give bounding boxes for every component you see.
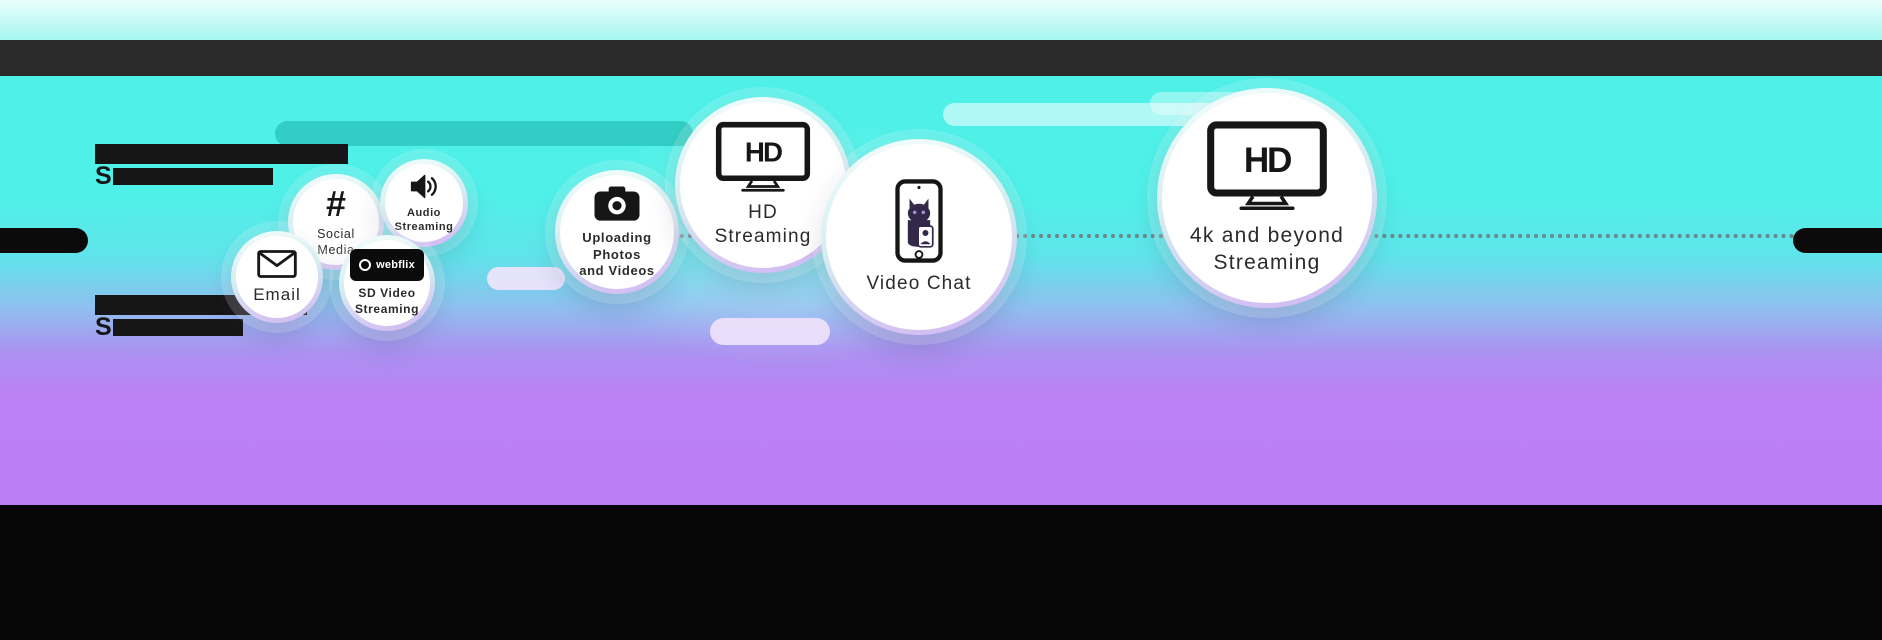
partial-letter: S <box>95 162 112 190</box>
bubble-label: Video Chat <box>866 273 972 295</box>
right-black-cap <box>1793 228 1882 253</box>
tv-screen-text: HD <box>1244 141 1291 180</box>
bubble-email: Email <box>231 231 323 323</box>
bubble-4k-streaming: HD 4k and beyond Streaming <box>1157 88 1377 308</box>
bubble-audio-streaming: Audio Streaming <box>380 159 468 247</box>
phone-cat-icon <box>895 179 943 263</box>
bubble-label: Streaming <box>1213 251 1321 274</box>
speed-pill-lavender-1 <box>487 267 565 290</box>
envelope-icon <box>257 250 297 278</box>
tv-hd-icon: HD <box>715 122 811 192</box>
tv-hd-icon: HD <box>1207 121 1327 210</box>
top-light-strip <box>0 0 1882 40</box>
left-black-cap <box>0 228 88 253</box>
hashtag-icon: # <box>325 182 347 224</box>
speed-pill-teal <box>275 121 693 146</box>
speaker-icon <box>410 174 437 198</box>
redacted-heading-top: S <box>95 144 348 190</box>
bubble-label: Audio <box>407 206 441 219</box>
top-dark-band <box>0 40 1882 76</box>
bubble-label: and Videos <box>579 263 655 279</box>
redacted-bar <box>95 144 348 164</box>
webflix-logo-icon <box>359 258 372 271</box>
webflix-badge: webflix <box>350 248 424 281</box>
speed-pill-lavender-2 <box>710 318 830 345</box>
bubble-label: Streaming <box>714 226 812 247</box>
bubble-video-chat: Video Chat <box>821 139 1017 335</box>
bubble-label: 4k and beyond <box>1189 223 1345 247</box>
bottom-black-band <box>0 505 1882 640</box>
speed-pill-white <box>943 103 1235 126</box>
bubble-label: Streaming <box>394 221 454 233</box>
bubble-label: Streaming <box>354 301 420 316</box>
bubble-label: Social <box>317 226 355 241</box>
redacted-bar <box>112 168 273 185</box>
bubble-label: Media <box>317 242 355 257</box>
tv-screen-text: HD <box>745 137 782 168</box>
bubble-label: Email <box>253 285 301 304</box>
bubble-label: HD <box>748 202 778 224</box>
bubble-uploading-photos: Uploading Photos and Videos <box>555 170 679 294</box>
bubble-sd-video-streaming: webflix SD Video Streaming <box>339 235 435 331</box>
webflix-text: webflix <box>376 258 415 271</box>
camera-icon <box>594 186 640 221</box>
bubble-label: SD Video <box>358 285 416 300</box>
partial-letter: S <box>95 313 112 341</box>
redacted-bar <box>112 319 243 336</box>
bubble-label: Uploading Photos <box>582 229 652 262</box>
